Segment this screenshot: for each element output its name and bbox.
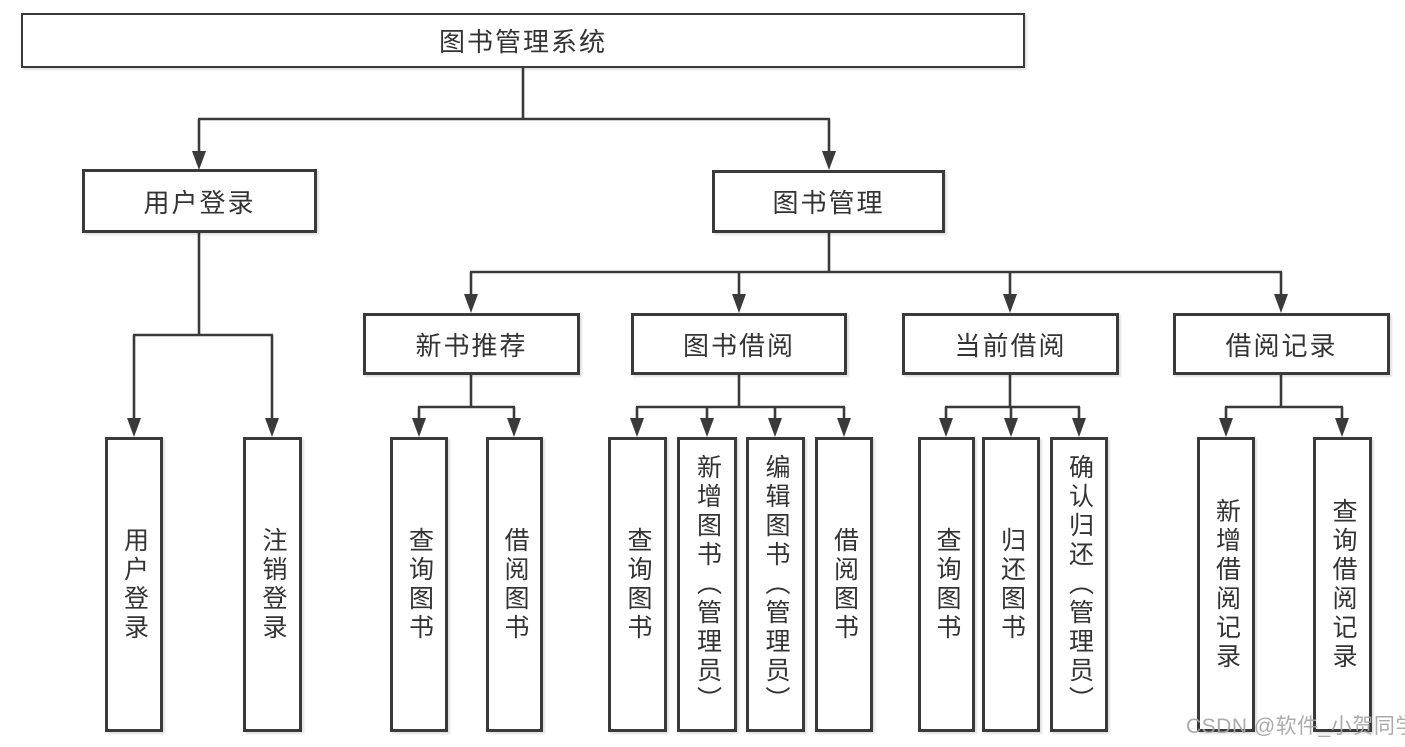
node-book-management-label: 图书管理 (772, 188, 885, 218)
node-borrowing-records: 借阅记录 (1173, 313, 1390, 375)
node-user-login: 用户登录 (82, 169, 317, 233)
leaf-logout: 注销登录 (243, 437, 302, 732)
leaf-query-books-2: 查询图书 (608, 437, 667, 732)
leaf-add-book-admin-label: 新增图书（管理员） (693, 454, 722, 715)
node-root-system: 图书管理系统 (21, 13, 1025, 68)
leaf-query-books-2-label: 查询图书 (624, 526, 652, 643)
node-root-label: 图书管理系统 (438, 27, 607, 57)
node-new-book-recommendation-label: 新书推荐 (415, 330, 528, 361)
node-book-borrowing-label: 图书借阅 (682, 330, 795, 361)
node-current-borrowing-label: 当前借阅 (954, 330, 1067, 361)
leaf-query-borrow-record-label: 查询借阅记录 (1329, 497, 1357, 672)
leaf-edit-book-admin-label: 编辑图书（管理员） (762, 454, 790, 715)
leaf-query-books-3: 查询图书 (918, 437, 975, 732)
leaf-edit-book-admin: 编辑图书（管理员） (746, 437, 805, 732)
leaf-borrow-books-2: 借阅图书 (815, 437, 873, 732)
node-user-login-label: 用户登录 (143, 187, 256, 218)
leaf-borrow-books-1-label: 借阅图书 (501, 526, 529, 643)
leaf-query-books-3-label: 查询图书 (933, 526, 961, 643)
leaf-user-login: 用户登录 (105, 437, 163, 732)
leaf-return-books: 归还图书 (982, 437, 1040, 732)
leaf-logout-label: 注销登录 (259, 526, 287, 643)
node-book-management: 图书管理 (712, 170, 945, 233)
leaf-add-borrow-record-label: 新增借阅记录 (1212, 497, 1241, 672)
leaf-add-borrow-record: 新增借阅记录 (1197, 437, 1255, 732)
leaf-borrow-books-1: 借阅图书 (486, 437, 543, 732)
leaf-confirm-return-admin-label: 确认归还（管理员） (1065, 454, 1094, 715)
leaf-return-books-label: 归还图书 (997, 526, 1026, 643)
node-current-borrowing: 当前借阅 (902, 313, 1119, 375)
leaf-query-borrow-record: 查询借阅记录 (1313, 437, 1372, 732)
leaf-query-books-1: 查询图书 (390, 437, 448, 732)
node-new-book-recommendation: 新书推荐 (363, 313, 580, 375)
watermark-csdn: CSDN @软件_小贺同学 (1186, 715, 1405, 738)
leaf-confirm-return-admin: 确认归还（管理员） (1050, 437, 1108, 732)
node-borrowing-records-label: 借阅记录 (1225, 330, 1338, 361)
leaf-add-book-admin: 新增图书（管理员） (677, 437, 737, 732)
leaf-query-books-1-label: 查询图书 (405, 526, 434, 643)
leaf-borrow-books-2-label: 借阅图书 (830, 526, 859, 643)
node-book-borrowing: 图书借阅 (631, 313, 847, 375)
leaf-user-login-label: 用户登录 (120, 526, 149, 643)
